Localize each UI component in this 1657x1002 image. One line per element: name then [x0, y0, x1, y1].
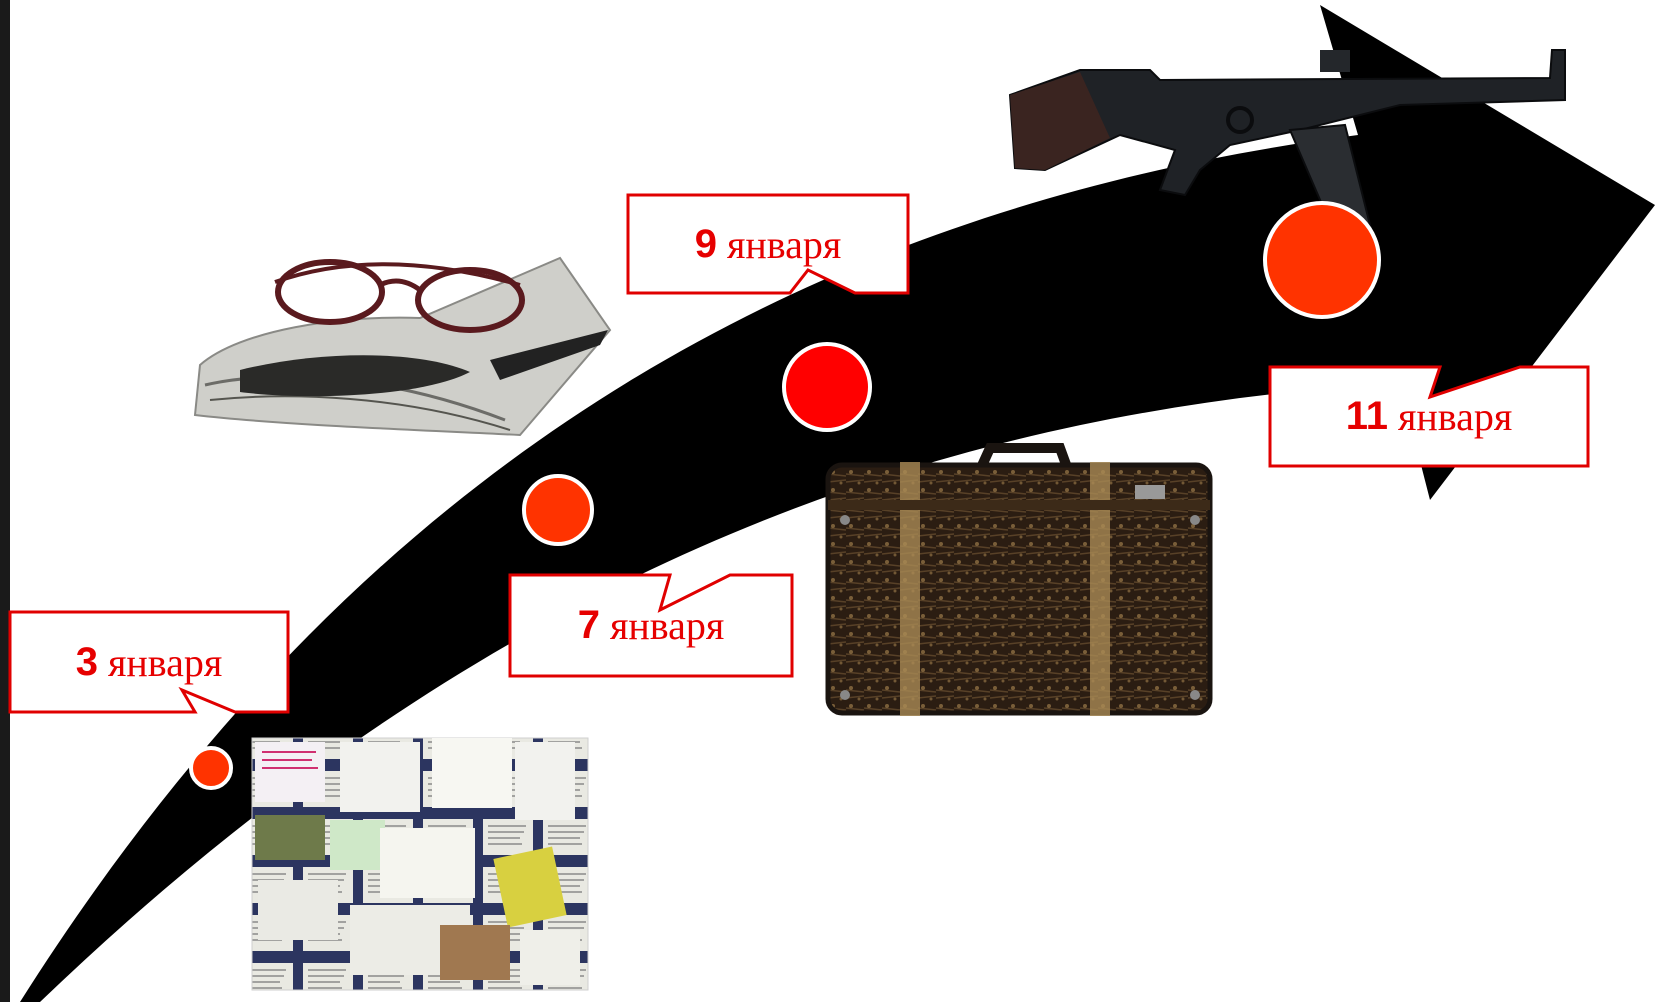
date-day: 3 [76, 640, 98, 685]
date-month: января [1398, 393, 1512, 440]
date-label-3: 3 января [10, 612, 288, 712]
date-month: января [610, 602, 724, 649]
date-label-7: 7 января [510, 575, 792, 676]
date-month: января [108, 639, 222, 686]
date-label-11: 11 января [1270, 367, 1588, 466]
date-day: 7 [578, 603, 600, 648]
date-day: 11 [1346, 394, 1388, 439]
date-month: января [727, 221, 841, 268]
date-day: 9 [695, 222, 717, 267]
date-label-9: 9 января [628, 195, 908, 293]
